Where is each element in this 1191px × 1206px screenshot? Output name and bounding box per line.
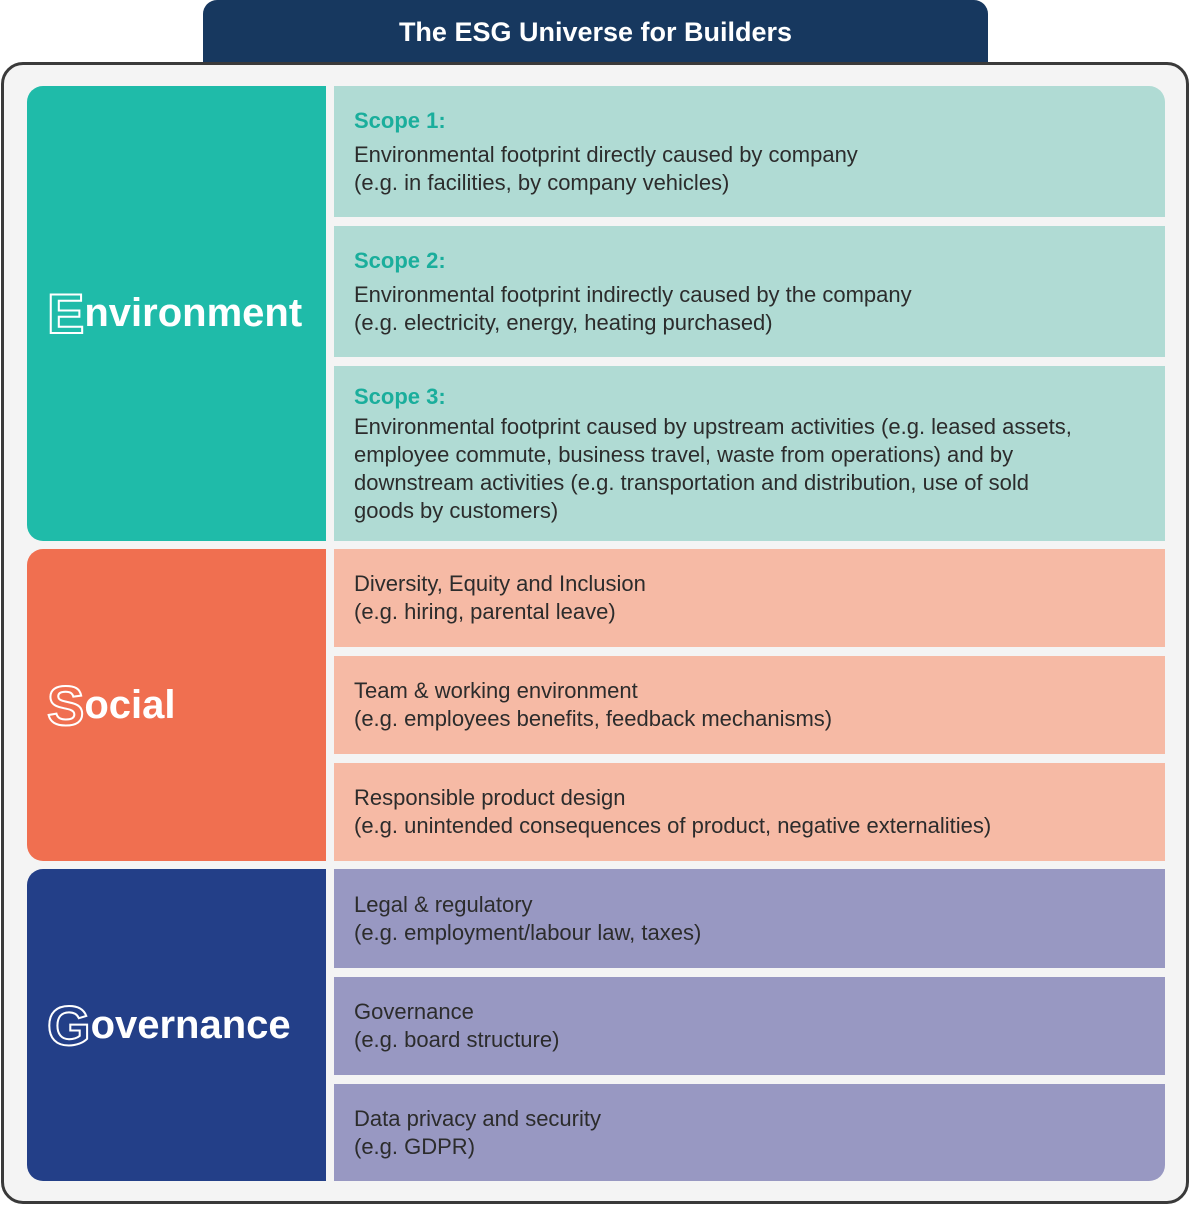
item-example: (e.g. employment/labour law, taxes) [354, 919, 702, 945]
item-text: Data privacy and security [354, 1105, 601, 1131]
item-example: (e.g. in facilities, by company vehicles… [354, 169, 730, 195]
item-text: Governance [354, 999, 474, 1024]
item-text: goods by customers) [354, 497, 559, 523]
item-text: Environmental footprint caused by upstre… [354, 413, 1072, 439]
item-text: Environmental footprint directly caused … [354, 141, 858, 167]
social-label-rest: ocial [84, 682, 176, 727]
governance-item-legal: Legal & regulatory (e.g. employment/labo… [334, 869, 1165, 968]
item-example: (e.g. unintended consequences of product… [354, 813, 992, 838]
social-item-product-design: Responsible product design (e.g. uninten… [334, 763, 1165, 861]
item-text: Legal & regulatory [354, 891, 533, 917]
social-initial: S [46, 673, 85, 738]
item-example: (e.g. electricity, energy, heating purch… [354, 309, 773, 335]
environment-label-rest: nvironment [84, 291, 303, 335]
item-text: Diversity, Equity and Inclusion [354, 571, 646, 596]
item-text: Team & working environment [354, 678, 638, 703]
environment-initial: E [46, 281, 85, 346]
governance-item-governance: Governance (e.g. board structure) [334, 977, 1165, 1075]
social-item-dei: Diversity, Equity and Inclusion (e.g. hi… [334, 549, 1165, 647]
item-text: Environmental footprint indirectly cause… [354, 281, 912, 307]
item-text: employee commute, business travel, waste… [354, 441, 1014, 467]
item-example: (e.g. GDPR) [354, 1133, 476, 1159]
item-example: (e.g. board structure) [354, 1027, 560, 1052]
governance-label-rest: overnance [90, 1002, 291, 1047]
environment-item-scope-2: Scope 2: Environmental footprint indirec… [334, 226, 1165, 357]
item-example: (e.g. hiring, parental leave) [354, 599, 616, 624]
environment-item-scope-3: Scope 3: Environmental footprint caused … [334, 366, 1165, 541]
item-example: (e.g. employees benefits, feedback mecha… [354, 706, 833, 731]
governance-initial: G [46, 993, 92, 1058]
governance-item-data-privacy: Data privacy and security (e.g. GDPR) [334, 1084, 1165, 1181]
diagram-title: The ESG Universe for Builders [203, 0, 988, 64]
social-item-team: Team & working environment (e.g. employe… [334, 656, 1165, 754]
item-text: downstream activities (e.g. transportati… [354, 469, 1030, 495]
item-text: Responsible product design [354, 785, 626, 810]
scope-label: Scope 2: [354, 247, 446, 273]
scope-label: Scope 3: [354, 383, 446, 409]
scope-label: Scope 1: [354, 107, 446, 133]
environment-item-scope-1: Scope 1: Environmental footprint directl… [334, 86, 1165, 217]
